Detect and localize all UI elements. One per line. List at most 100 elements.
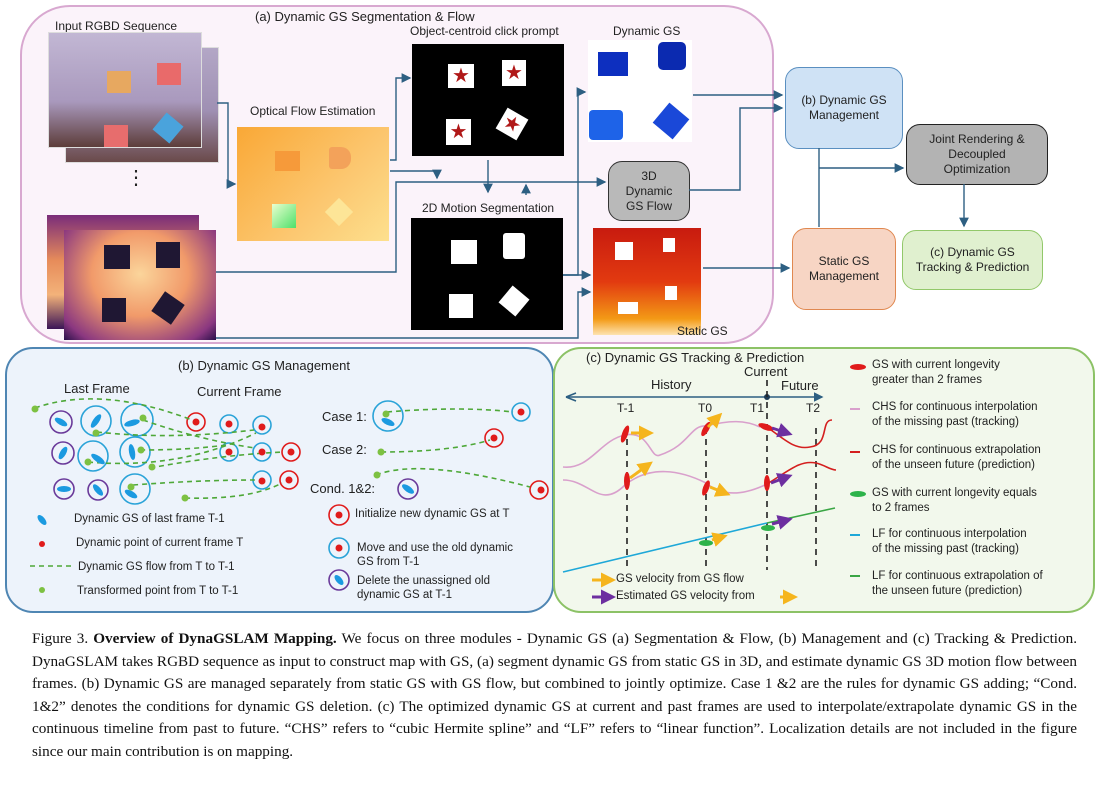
flow-blob [275,151,300,171]
cube-icon [102,298,126,322]
joint-optimization-box: Joint Rendering & Decoupled Optimization [906,124,1048,185]
optical-flow-label: Optical Flow Estimation [250,104,376,118]
tracking-diagram [562,364,866,605]
input-rgbd-label: Input RGBD Sequence [55,19,178,33]
gs-cube [658,42,686,70]
legend-blue-ellipse [37,515,47,525]
current-frame-label: Current Frame [197,384,282,399]
lf-future [766,507,836,524]
gs-flow-box: 3D Dynamic GS Flow [608,161,690,221]
mask-blob [451,240,477,264]
legend-c-3: CHS for continuous extrapolation of the … [872,444,1041,471]
arrow-depth-to-static [216,287,592,339]
optical-flow-image [237,127,389,241]
gs-cube [598,52,628,76]
cube-icon [107,71,131,93]
figure-caption: Figure 3. Overview of DynaGSLAM Mapping.… [32,628,1077,764]
legend-circle [328,569,350,591]
panel-c-title: (c) Dynamic GS Tracking & Prediction [586,350,805,365]
history-label: History [651,377,692,392]
rule-2: Move and use the old dynamic GS from T-1 [357,542,513,568]
old-gs-circle [87,479,109,501]
tracking-prediction-box: (c) Dynamic GS Tracking & Prediction [902,230,1043,290]
arrow-legend-1: GS velocity from GS flow [616,573,744,585]
old-gs-circle [49,410,73,434]
gs-cube [589,110,623,140]
legend-green-dot [39,587,45,593]
legend-c-4: GS with current longevity equals to 2 fr… [872,487,1037,514]
old-gs-circles [49,410,419,591]
cube-icon [104,245,130,269]
case1-label: Case 1: [322,409,367,424]
chs-past-2 [562,470,768,496]
future-label: Future [781,378,819,393]
legend-c-2: CHS for continuous interpolation of the … [872,401,1038,428]
arrow-rgb-to-flow [217,102,237,189]
panel-tracking-prediction [553,347,1095,613]
star-icon: ★ [502,60,526,86]
arrow-legend-2: Estimated GS velocity from [616,590,755,602]
motion-seg-label: 2D Motion Segmentation [422,201,555,215]
panel-b-title: (b) Dynamic GS Management [178,358,350,373]
legend-c-6: LF for continuous extrapolation of the u… [872,570,1043,597]
ellipsis: ⋮ [126,167,146,189]
star-icon: ★ [446,119,471,145]
t-label-2: T2 [806,401,821,415]
caption-body: We focus on three modules - Dynamic GS (… [32,630,1078,760]
motion-seg-image [411,218,563,330]
depth-frame-front [64,230,216,340]
click-prompt-label: Object-centroid click prompt [410,24,559,38]
old-gs-circle [51,441,75,465]
arrow-flow-to-junction [390,169,442,180]
cube-icon [157,63,181,85]
case2-label: Case 2: [322,442,367,457]
panel-a-title: (a) Dynamic GS Segmentation & Flow [255,9,475,24]
legend-c-1: GS with current longevity greater than 2… [872,359,1000,386]
mask-blob [449,294,473,318]
pipeline-arrows [216,73,969,339]
old-gs-circle [397,478,419,500]
cube-icon [104,125,128,147]
t-label-1: T1 [750,401,765,415]
click-prompt-image: ★ ★ ★ ★ [412,44,564,156]
dynamic-gs-management-box: (b) Dynamic GS Management [785,67,903,149]
static-gs-management-box: Static GS Management [792,228,896,310]
rule-3: Delete the unassigned old dynamic GS at … [357,575,490,601]
mask-blob [503,233,525,259]
cube-icon [156,242,180,268]
lf-past [562,522,768,573]
chs-future-2 [766,461,837,485]
legend-green-ellipse [850,491,866,497]
rule-1: Initialize new dynamic GS at T [355,508,510,520]
legend-b-2: Dynamic point of current frame T [76,537,244,549]
legend-b-3: Dynamic GS flow from T to T-1 [78,561,235,573]
gs-management-diagram [30,398,549,593]
current-label: Current [744,364,788,379]
static-gs-label: Static GS [677,324,728,338]
star-icon: ★ [448,64,474,88]
static-gs-image [593,228,701,335]
chs-future-1 [766,419,833,449]
dynamic-gs-label: Dynamic GS [613,24,681,38]
legend-b-4: Transformed point from T to T-1 [77,585,239,597]
legend-c-5: LF for continuous interpolation of the m… [872,528,1027,555]
old-gs-circle [53,478,75,500]
arrow-gsflow-to-mgmt [689,103,784,191]
caption-prefix: Figure 3. [32,630,89,647]
arrow-depth-to-gsflow [216,177,607,273]
legend-b-1: Dynamic GS of last frame T-1 [74,513,225,525]
t-label-0: T0 [698,401,713,415]
gs-hole [615,242,633,260]
legend-red-dot [39,541,45,547]
arrow-flow-to-click [390,73,412,161]
chs-past-1 [562,420,761,468]
cond-label: Cond. 1&2: [310,481,376,496]
gs-hole [663,238,675,252]
gs-hole [618,302,638,314]
t-label-minus1: T-1 [617,401,635,415]
flow-blob [272,204,296,228]
legend-red-ellipse [850,364,866,370]
flow-blob [329,147,351,169]
caption-title: Overview of DynaGSLAM Mapping. [93,630,337,647]
rgb-frame-front [48,32,202,148]
